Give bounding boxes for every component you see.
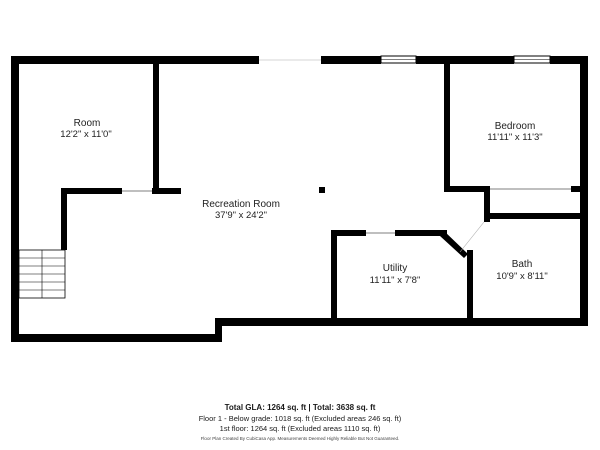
- interior-walls: [61, 64, 584, 322]
- room-dims-bedroom: 11'11" x 11'3": [487, 132, 542, 143]
- windows: [380, 55, 551, 64]
- room-label-room: Room: [74, 118, 101, 129]
- right-wall: [580, 56, 588, 326]
- column: [319, 187, 325, 193]
- utility-left-wall: [331, 230, 337, 322]
- room-bottom-wall-right: [152, 188, 181, 194]
- left-wall: [11, 56, 19, 342]
- bedroom-left-wall: [444, 64, 450, 191]
- room-dims-room: 12'2" x 11'0": [60, 129, 111, 140]
- room-labels: Room 12'2" x 11'0" Recreation Room 37'9"…: [60, 118, 547, 286]
- room-label-recreation: Recreation Room: [202, 199, 280, 210]
- hall-wall-vertical: [484, 186, 490, 219]
- room-dims-bath: 10'9" x 8'11": [496, 271, 547, 282]
- total-area: Total GLA: 1264 sq. ft | Total: 3638 sq.…: [224, 403, 376, 412]
- utility-top-wall-left: [331, 230, 366, 236]
- room-label-bedroom: Bedroom: [495, 121, 536, 132]
- bottom-wall-right: [215, 318, 588, 326]
- first-floor-area: 1st floor: 1264 sq. ft (Excluded areas 1…: [219, 424, 381, 433]
- room-dims-utility: 11'11" x 7'8": [370, 275, 421, 286]
- door-openings: [122, 59, 571, 253]
- utility-diagonal-wall: [440, 230, 468, 258]
- bedroom-bottom-wall-left: [444, 186, 486, 192]
- bottom-wall-step: [215, 318, 222, 342]
- floor1-area: Floor 1 - Below grade: 1018 sq. ft (Excl…: [198, 414, 402, 423]
- utility-top-wall-right: [395, 230, 447, 236]
- stair-wall: [61, 188, 67, 250]
- top-wall-left: [11, 56, 259, 64]
- exterior-walls: [11, 56, 588, 342]
- top-wall-mid: [321, 56, 381, 64]
- top-wall-bedroom-left: [416, 56, 514, 64]
- utility-right-wall: [467, 250, 473, 322]
- room-bottom-wall-left: [61, 188, 122, 194]
- room-label-utility: Utility: [383, 263, 407, 274]
- bedroom-bottom-wall-right: [571, 186, 583, 192]
- disclaimer-note: Floor Plan Created By CubiCasa App. Meas…: [200, 436, 400, 441]
- bath-left-wall: [484, 213, 490, 222]
- bath-top-wall: [484, 213, 584, 219]
- room-right-wall: [153, 64, 159, 193]
- room-label-bath: Bath: [512, 259, 533, 270]
- stairs: [18, 249, 66, 299]
- top-wall-right: [550, 56, 588, 64]
- floor-plan: Room 12'2" x 11'0" Recreation Room 37'9"…: [11, 55, 588, 342]
- room-dims-recreation: 37'9" x 24'2": [215, 210, 267, 221]
- bottom-wall-left: [11, 334, 222, 342]
